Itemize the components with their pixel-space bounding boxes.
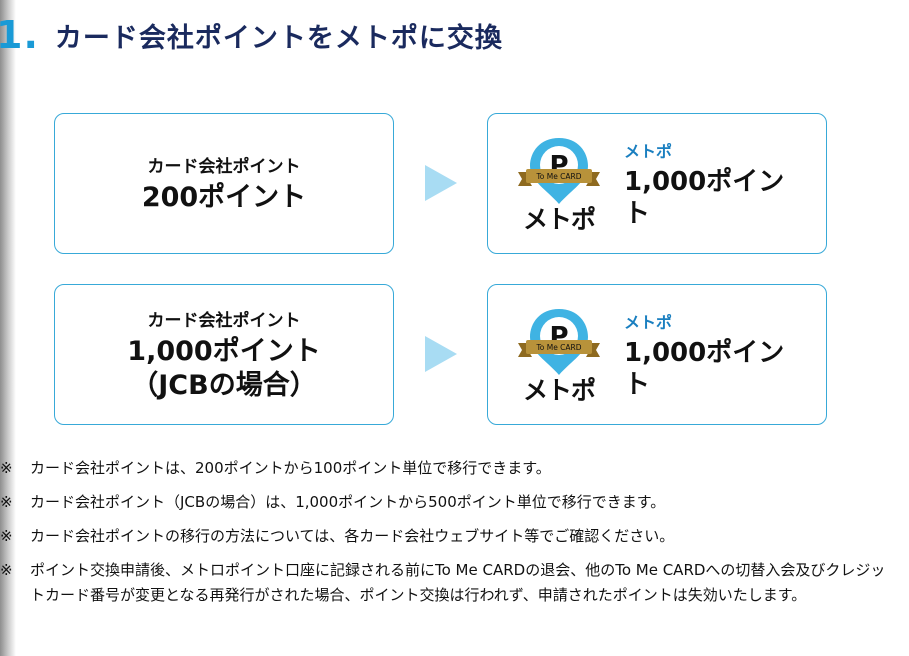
note-text: カード会社ポイントは、200ポイントから100ポイント単位で移行できます。 [30,459,551,477]
svg-text:To Me CARD: To Me CARD [535,343,581,352]
section-title: カード会社ポイントをメトポに交換 [54,22,503,54]
metopo-label: メトポ [624,142,673,161]
note-item: ※ カード会社ポイント（JCBの場合）は、1,000ポイントから500ポイント単… [0,490,895,515]
note-item: ※ カード会社ポイントは、200ポイントから100ポイント単位で移行できます。 [0,456,895,481]
card-points-amount: 200ポイント [141,182,307,213]
metopo-amount: 1,000ポイント [624,338,785,400]
note-mark: ※ [0,561,13,579]
note-text: カード会社ポイント（JCBの場合）は、1,000ポイントから500ポイント単位で… [30,493,666,511]
metopo-points-box-1: P To Me CARD メトポ メトポ 1,000ポイント [487,113,827,254]
svg-text:To Me CARD: To Me CARD [535,172,581,181]
card-points-note: （JCBの場合） [131,370,317,401]
page-edge-shadow [0,0,16,656]
triangle-right-icon [425,336,457,372]
card-points-label: カード会社ポイント [147,311,301,331]
metopo-label: メトポ [624,313,673,332]
triangle-right-icon [425,165,457,201]
note-text: ポイント交換申請後、メトロポイント口座に記録される前にTo Me CARDの退会… [30,561,886,604]
note-mark: ※ [0,493,13,511]
section-heading: 1. カード会社ポイントをメトポに交換 [0,10,503,60]
note-text: カード会社ポイントの移行の方法については、各カード会社ウェブサイト等でご確認くだ… [30,527,675,545]
notes-list: ※ カード会社ポイントは、200ポイントから100ポイント単位で移行できます。 … [0,456,895,617]
metopo-logo-name: メトポ [522,376,596,405]
metopo-logo-name: メトポ [522,205,596,234]
card-points-box-2: カード会社ポイント 1,000ポイント （JCBの場合） [54,284,394,425]
note-item: ※ カード会社ポイントの移行の方法については、各カード会社ウェブサイト等でご確認… [0,524,895,549]
metopo-points-box-2: P To Me CARD メトポ メトポ 1,000ポイント [487,284,827,425]
card-points-amount: 1,000ポイント [127,336,321,367]
note-item: ※ ポイント交換申請後、メトロポイント口座に記録される前にTo Me CARDの… [0,558,895,608]
note-mark: ※ [0,527,13,545]
metopo-logo-icon: P To Me CARD メトポ [514,134,604,234]
metopo-logo-icon: P To Me CARD メトポ [514,305,604,405]
card-points-label: カード会社ポイント [147,157,301,177]
note-mark: ※ [0,459,13,477]
metopo-amount: 1,000ポイント [624,167,785,229]
card-points-box-1: カード会社ポイント 200ポイント [54,113,394,254]
section-number: 1. [0,13,39,57]
